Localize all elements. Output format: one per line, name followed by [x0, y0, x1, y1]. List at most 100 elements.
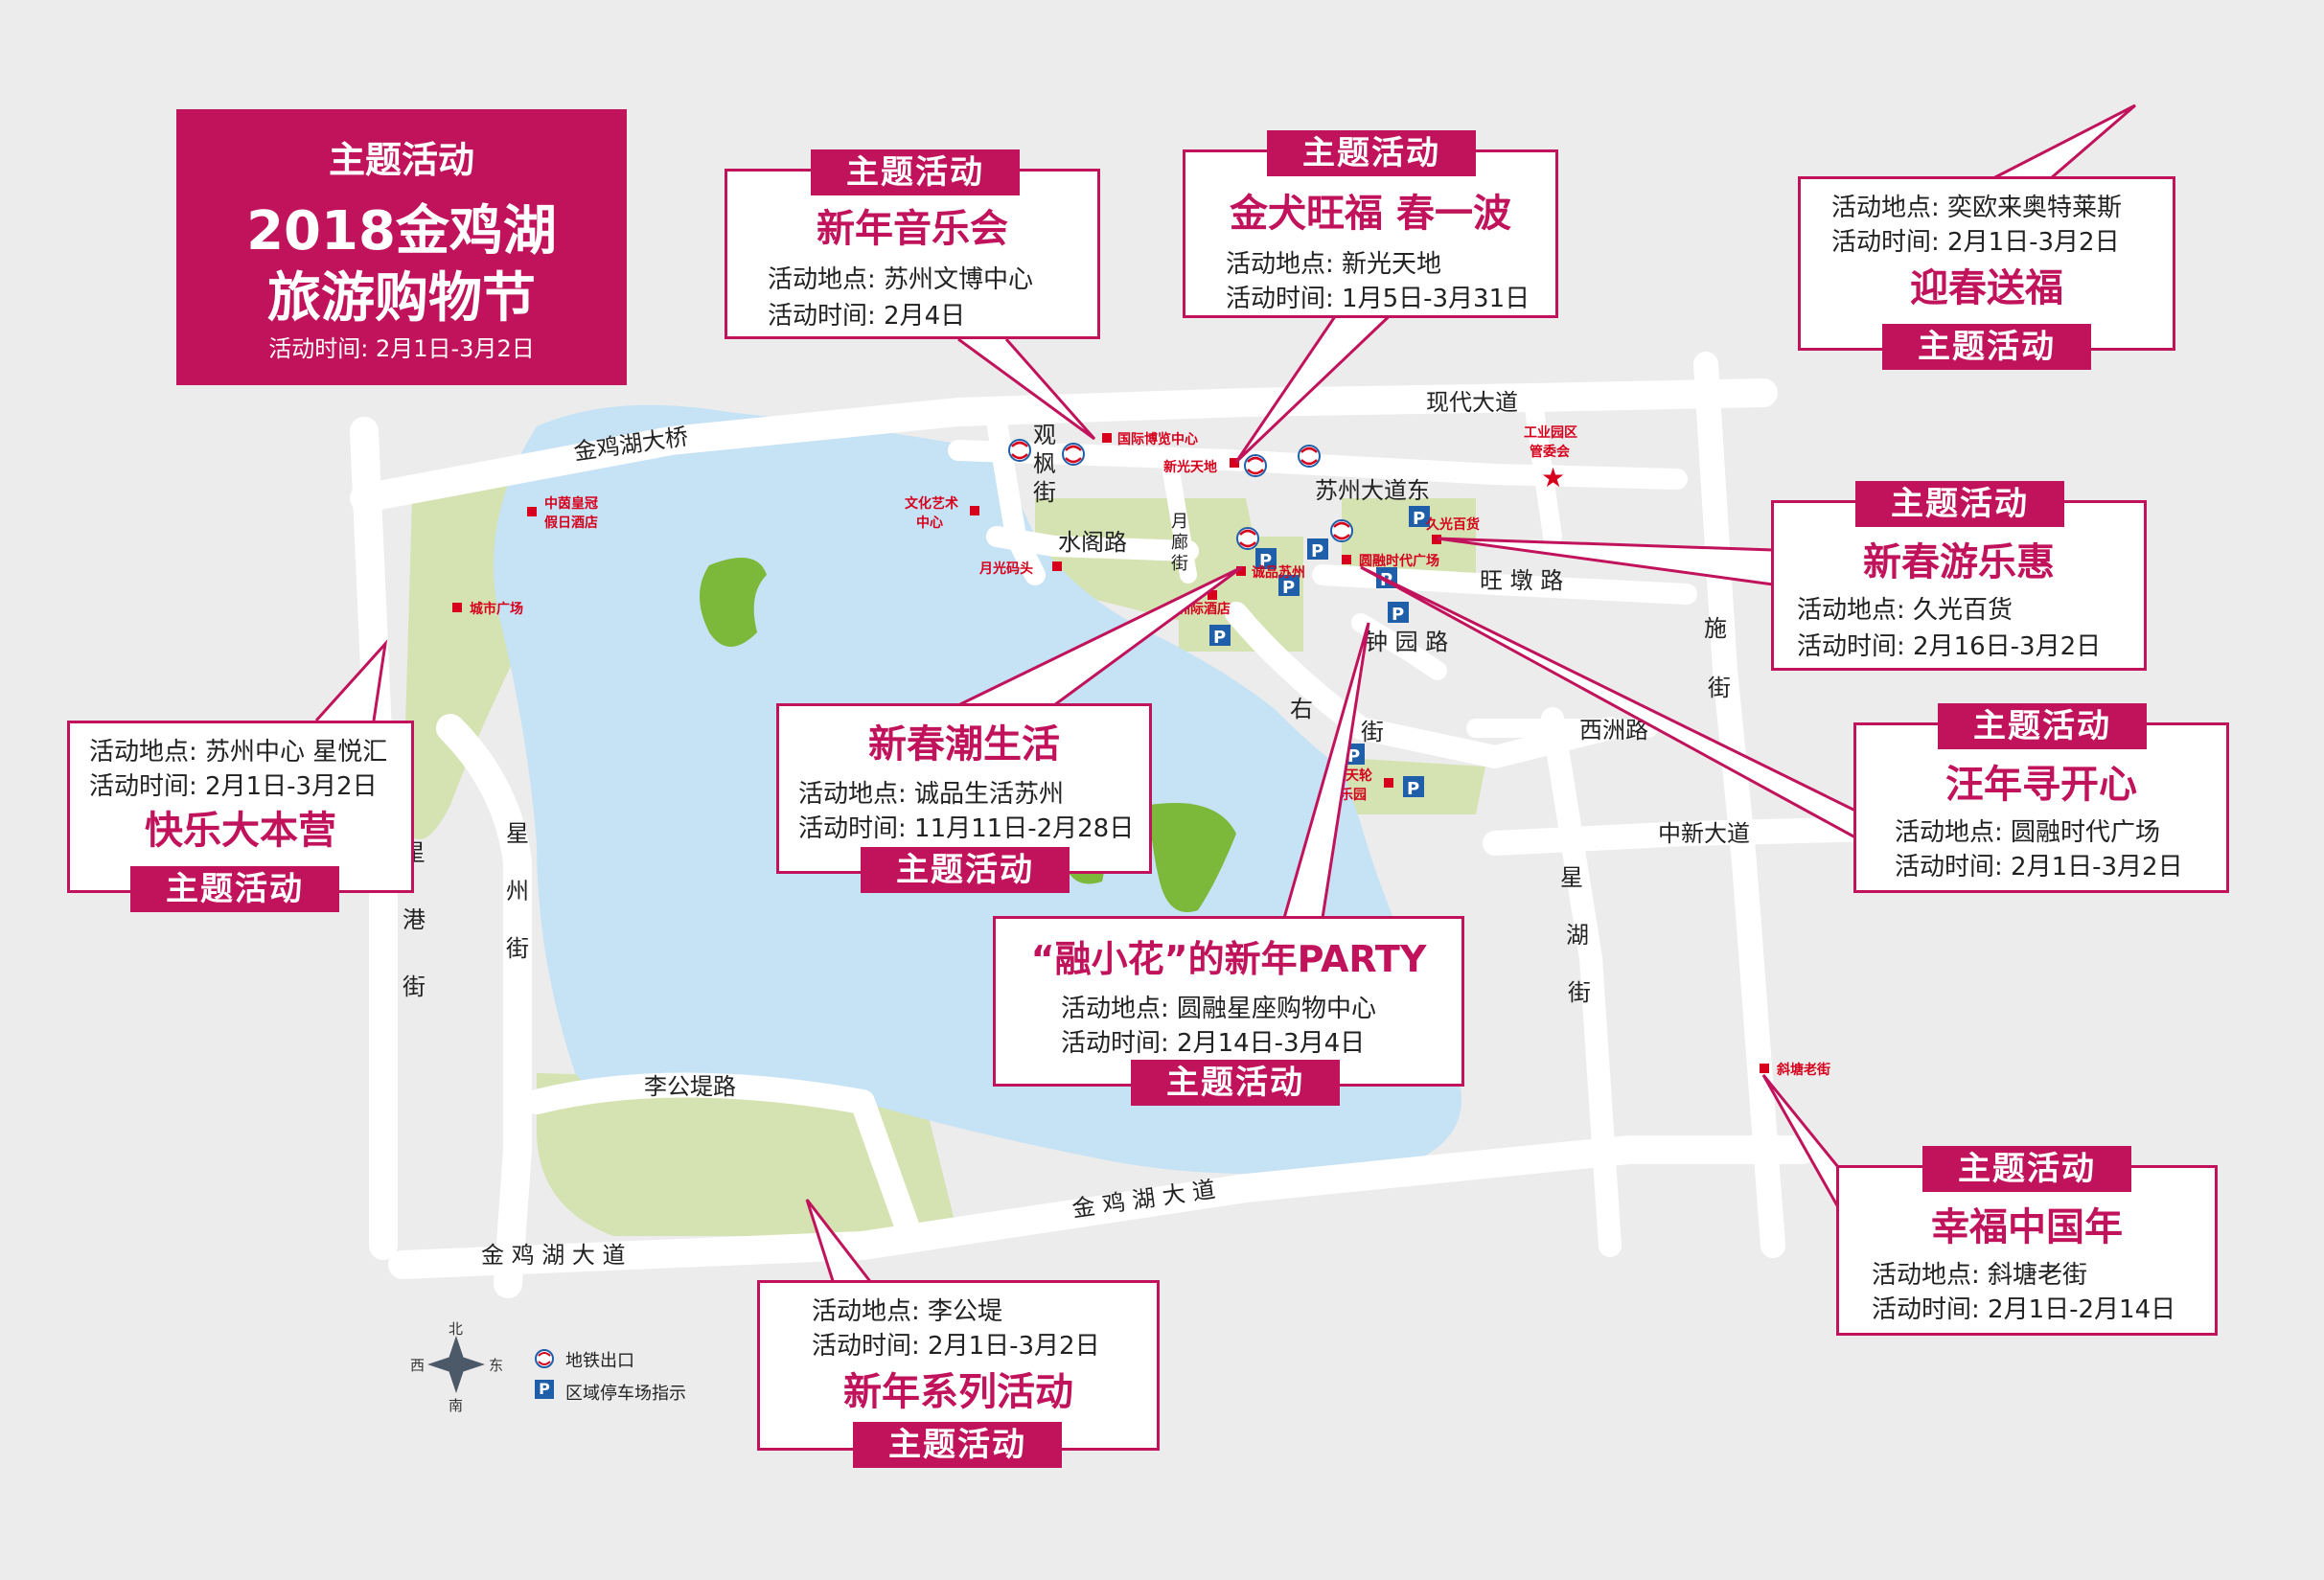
main-banner: 主题活动 2018金鸡湖 旅游购物节 活动时间: 2月1日-3月2日: [176, 109, 627, 385]
road-label-xizhou: 西洲路: [1579, 717, 1648, 744]
road-network: [350, 352, 1891, 1298]
road-label-yuelang-1: 月: [1171, 512, 1188, 532]
pointer-series: [805, 1199, 874, 1285]
banner-label: 主题活动: [328, 139, 474, 181]
road-label-zhongyuan: 钟 园 路: [1365, 629, 1448, 655]
road-label-xingzhou-2: 州: [506, 878, 529, 904]
road-zhongyuan: [1351, 613, 1447, 680]
road-label-xiandai: 现代大道: [1426, 389, 1518, 416]
event-title: “融小花”的新年PARTY: [1030, 938, 1427, 980]
metro-icon: [1244, 454, 1267, 477]
poi-dot: [1342, 555, 1351, 564]
road-north-link: [1524, 393, 1562, 546]
poi-dot: [452, 603, 462, 612]
parking-marker: P: [1278, 575, 1300, 598]
road-label-yuelang-3: 街: [1171, 554, 1188, 574]
poi-xietang: 斜塘老街: [1776, 1062, 1830, 1078]
tag-theme-event: 主题活动: [1882, 324, 2091, 370]
compass-east: 东: [489, 1357, 504, 1374]
road-label-you-1: 右: [1290, 696, 1313, 722]
compass-north: 北: [449, 1320, 464, 1338]
callout-spring-fun[interactable]: 新春游乐惠 活动地点: 久光百货 活动时间: 2月16日-3月2日: [1771, 500, 2147, 671]
event-place: 活动地点: 新光天地: [1226, 250, 1442, 279]
road-ligongdi: [524, 1072, 923, 1248]
event-place: 活动地点: 久光百货: [1797, 596, 2013, 625]
poi-ferris-2: 乐园: [1340, 787, 1367, 803]
event-title: 幸福中国年: [1931, 1205, 2123, 1249]
poi-crowne-2: 假日酒店: [544, 515, 598, 531]
callout-spring-fortune[interactable]: 活动地点: 奕欧来奥特莱斯 活动时间: 2月1日-3月2日 迎春送福: [1798, 176, 2175, 351]
banner-time: 活动时间: 2月1日-3月2日: [268, 335, 535, 362]
poi-crowne-1: 中茵皇冠: [544, 495, 598, 512]
poi-moon-pier: 月光码头: [978, 561, 1033, 577]
parking-marker: P: [1209, 625, 1231, 648]
pointer-dog: [1234, 305, 1401, 464]
metro-icon: [1062, 443, 1085, 466]
poi-dot: [1432, 535, 1441, 544]
event-title: 快乐大本营: [145, 809, 336, 853]
road-label-yuelang-2: 廊: [1171, 533, 1188, 553]
road-label-xingzhou-3: 街: [506, 935, 529, 962]
parking-p: P: [1347, 746, 1360, 767]
event-time: 活动时间: 1月5日-3月31日: [1226, 285, 1530, 313]
poi-dot: [970, 506, 979, 515]
road-label-shi-1: 施: [1704, 615, 1727, 642]
legend-metro-label: 地铁出口: [565, 1351, 634, 1371]
tag-theme-event: 主题活动: [811, 149, 1020, 195]
event-time: 活动时间: 2月16日-3月2日: [1797, 632, 2102, 661]
callout-trend-life[interactable]: 新春潮生活 活动地点: 诚品生活苏州 活动时间: 11月11日-2月28日: [776, 703, 1152, 874]
poi-dot: [1230, 458, 1239, 468]
parking-marker: P: [1403, 776, 1424, 799]
road-suzhou-east: [948, 440, 1688, 490]
road-zhongxin: [1483, 816, 1891, 856]
road-label-suzhou-east: 苏州大道东: [1315, 477, 1430, 504]
road-label-xinghu-1: 星: [1560, 864, 1583, 891]
banner-title-2: 旅游购物节: [267, 267, 536, 330]
road-guanfeng: [986, 411, 1046, 585]
poi-dot: [1208, 590, 1217, 600]
callout-china-year[interactable]: 幸福中国年 活动地点: 斜塘老街 活动时间: 2月1日-2月14日: [1836, 1165, 2218, 1336]
pointer-party: [1282, 622, 1370, 919]
metro-legend-icon: [535, 1349, 554, 1368]
parking-p: P: [1311, 541, 1323, 561]
callout-pointers: [314, 103, 2136, 1285]
poi-culture-1: 文化艺术: [905, 495, 958, 512]
poi-xinguang: 新光天地: [1163, 459, 1217, 475]
parking-p: P: [1259, 551, 1272, 571]
callout-party[interactable]: “融小花”的新年PARTY 活动地点: 圆融星座购物中心 活动时间: 2月14日…: [993, 916, 1464, 1087]
parking-p: P: [1392, 605, 1404, 625]
event-time: 活动时间: 2月1日-3月2日: [1895, 853, 2183, 882]
parking-markers: P P P P P P P P P: [1209, 506, 1430, 799]
parking-p: P: [1407, 779, 1419, 799]
callout-wang-year[interactable]: 汪年寻开心 活动地点: 圆融时代广场 活动时间: 2月1日-3月2日: [1853, 722, 2229, 893]
poi-jiuguang: 久光百货: [1425, 516, 1480, 533]
metro-markers: [1008, 439, 1353, 550]
event-place: 活动地点: 圆融时代广场: [1895, 818, 2161, 847]
road-xiandai: [350, 378, 1778, 513]
road-label-guanfeng-2: 枫: [1033, 450, 1056, 477]
metro-icon: [1330, 519, 1353, 542]
pointer-music: [957, 337, 1096, 441]
callout-music[interactable]: 新年音乐会 活动地点: 苏州文博中心 活动时间: 2月4日: [725, 169, 1100, 339]
poi-dot: [527, 507, 537, 516]
event-time: 活动时间: 11月11日-2月28日: [798, 814, 1135, 843]
event-place: 活动地点: 奕欧来奥特莱斯: [1831, 194, 2123, 222]
compass-west: 西: [410, 1357, 426, 1374]
event-time: 活动时间: 2月1日-3月2日: [89, 772, 378, 801]
road-label-xinggang-3: 街: [403, 973, 426, 1000]
road-label-jinjihu-ave-west: 金 鸡 湖 大 道: [481, 1242, 626, 1269]
event-time: 活动时间: 2月4日: [768, 302, 966, 331]
callout-dog[interactable]: 金犬旺福 春一波 活动地点: 新光天地 活动时间: 1月5日-3月31日: [1183, 149, 1558, 318]
callout-happy-camp[interactable]: 活动地点: 苏州中心 星悦汇 活动时间: 2月1日-3月2日 快乐大本营: [67, 721, 414, 893]
road-label-xinggang-2: 港: [403, 906, 426, 933]
event-place: 活动地点: 苏州文博中心: [768, 265, 1034, 294]
road-label-you-2: 街: [1361, 719, 1384, 745]
parking-p: P: [1282, 578, 1295, 598]
poi-dot: [1052, 561, 1062, 571]
compass-icon: [427, 1336, 485, 1393]
poi-times-square: 圆融时代广场: [1359, 553, 1439, 569]
parking-legend-icon: P: [535, 1380, 554, 1399]
event-place: 活动地点: 圆融星座购物中心: [1061, 995, 1377, 1023]
road-label-guanfeng-1: 观: [1033, 422, 1056, 448]
tag-theme-event: 主题活动: [853, 1422, 1062, 1468]
